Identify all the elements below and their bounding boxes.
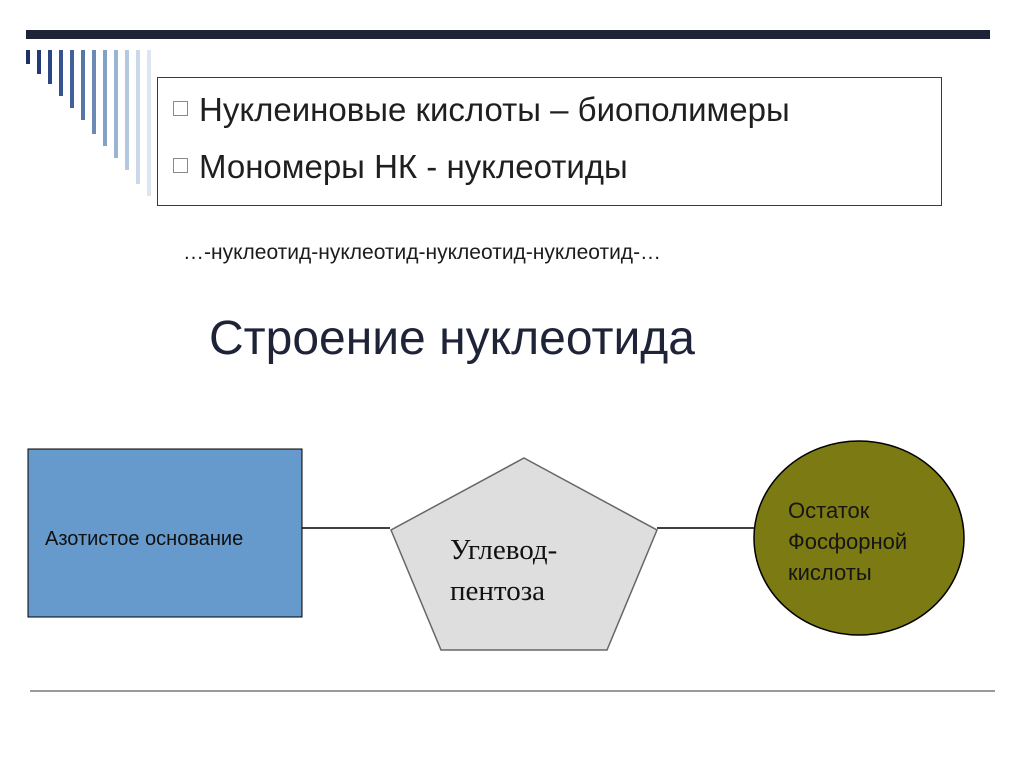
nitrogenous-base-label: Азотистое основание — [45, 528, 243, 550]
phosphate-circle — [753, 440, 965, 636]
bullet-text: Нуклеиновые кислоты – биополимеры — [199, 91, 790, 128]
square-bullet-icon — [173, 101, 188, 116]
pentose-pentagon — [390, 457, 658, 651]
bullet-item: Мономеры НК - нуклеотиды — [173, 148, 628, 186]
nucleotide-chain-text: …-нуклеотид-нуклеотид-нуклеотид-нуклеоти… — [183, 241, 662, 264]
pentose-label-line2: пентоза — [450, 575, 545, 607]
decorative-stripes — [26, 50, 176, 200]
section-title: Строение нуклеотида — [209, 312, 695, 365]
bullet-item: Нуклеиновые кислоты – биополимеры — [173, 91, 790, 129]
top-rule — [26, 30, 990, 39]
square-bullet-icon — [173, 158, 188, 173]
phosphate-label-line1: Остаток — [788, 498, 870, 523]
phosphate-label-line3: кислоты — [788, 560, 872, 585]
bullet-text: Мономеры НК - нуклеотиды — [199, 148, 628, 185]
bottom-rule — [30, 690, 995, 692]
bullet-box: Нуклеиновые кислоты – биополимеры Мономе… — [157, 77, 942, 206]
phosphate-label-line2: Фосфорной — [788, 529, 907, 554]
nitrogenous-base-box — [27, 448, 303, 618]
pentose-label-line1: Углевод- — [450, 534, 557, 566]
